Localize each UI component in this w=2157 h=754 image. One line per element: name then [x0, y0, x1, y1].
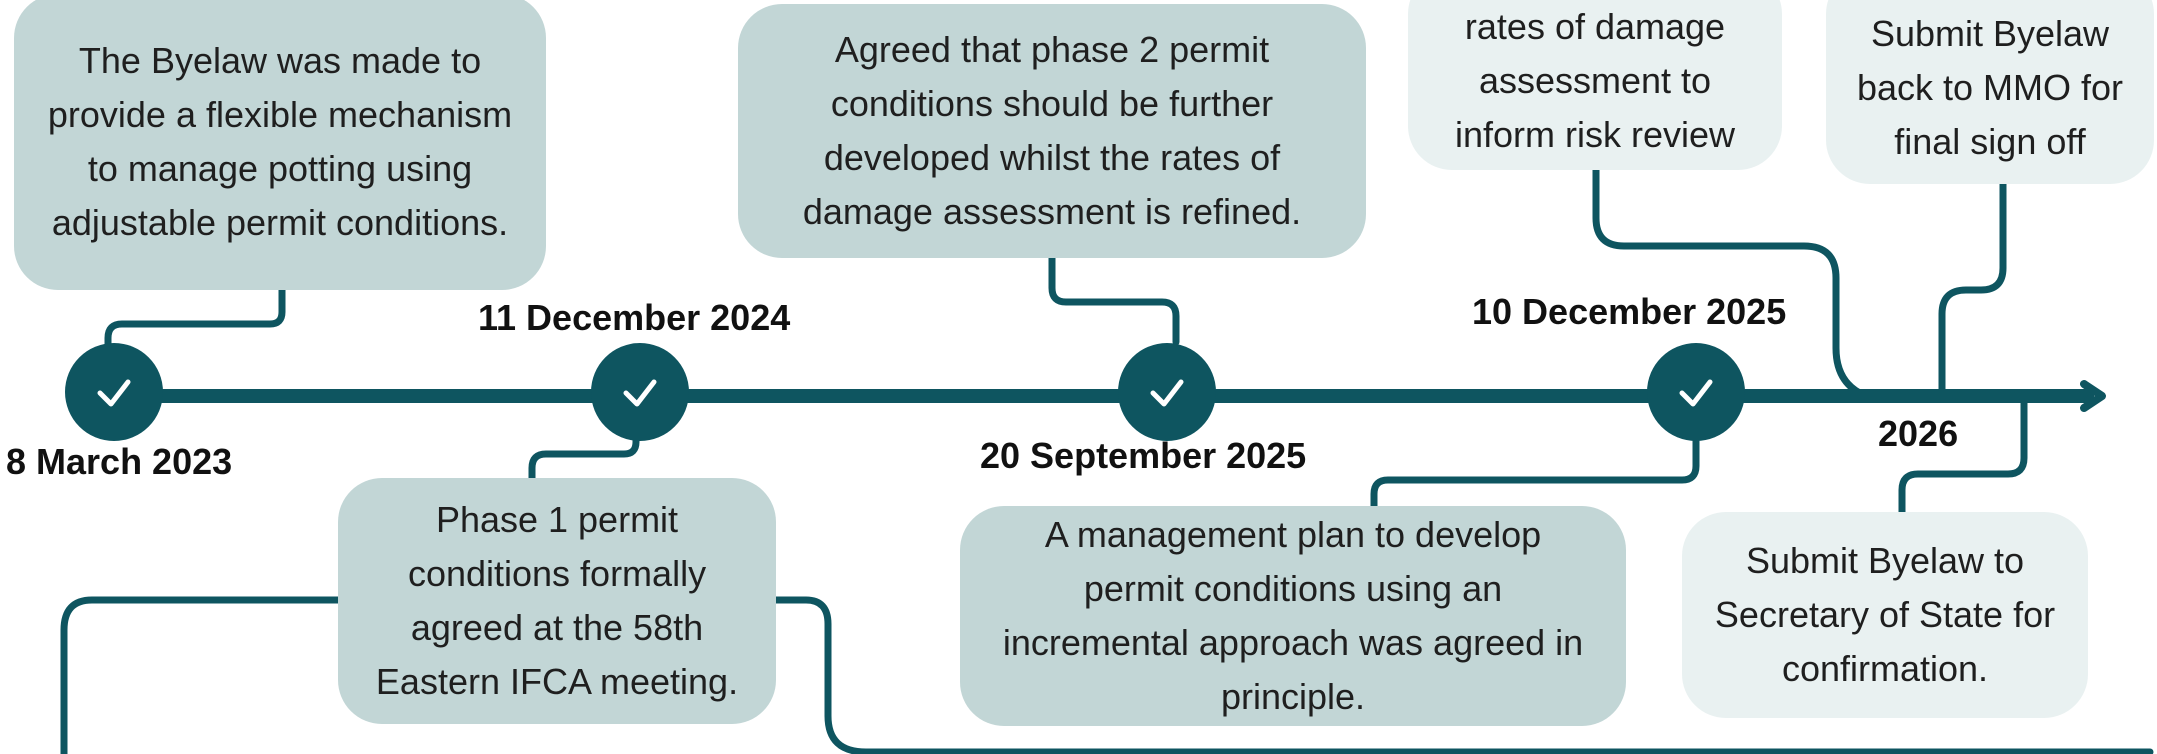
future-item-2-line-3: final sign off [1894, 121, 2086, 162]
check-icon [97, 379, 131, 407]
future-item-2-line-2: back to MMO for [1856, 67, 2124, 108]
milestone-3-text: Agreed that phase 2 permit conditions sh… [802, 29, 1302, 232]
connector-5c [1898, 394, 2028, 516]
milestone-2-box: Phase 1 permit conditions formally agree… [338, 478, 776, 724]
milestone-4-date: 10 December 2025 [1472, 291, 1787, 332]
future-item-3-box: Submit Byelaw to Secretary of State for … [1682, 512, 2088, 718]
milestone-1-date: 8 March 2023 [6, 441, 233, 482]
milestone-marker-3 [1118, 343, 1216, 441]
check-icon [623, 379, 657, 407]
connector-5b [1938, 180, 2007, 400]
milestone-4-text: A management plan to develop permit cond… [1002, 514, 1584, 717]
milestone-1-box: The Byelaw was made to provide a flexibl… [14, 0, 546, 290]
future-item-1-line-1: rates of damage [1464, 6, 1726, 47]
future-item-1-box: rates of damage assessment to inform ris… [1408, 0, 1782, 170]
future-item-3-line-2: Secretary of State for [1714, 594, 2056, 635]
connector-2 [528, 416, 640, 482]
future-item-1-line-3: inform risk review [1454, 114, 1736, 155]
milestone-4-box: A management plan to develop permit cond… [960, 506, 1626, 726]
check-icon [1679, 379, 1713, 407]
future-item-3-line-3: confirmation. [1781, 648, 1989, 689]
check-icon [1150, 379, 1184, 407]
milestone-3-date: 20 September 2025 [980, 435, 1307, 476]
arrow-head-icon [2080, 380, 2106, 412]
milestone-3-box: Agreed that phase 2 permit conditions sh… [738, 4, 1366, 258]
milestone-marker-4 [1647, 343, 1745, 441]
connector-1 [104, 286, 286, 356]
bottom-connector-right [772, 596, 2154, 754]
milestone-2-text: Phase 1 permit conditions formally agree… [375, 499, 739, 702]
milestone-marker-1 [65, 343, 163, 441]
connector-3 [1048, 254, 1180, 346]
future-item-1-line-2: assessment to [1478, 60, 1712, 101]
connector-5a [1592, 166, 1870, 400]
future-year-label: 2026 [1878, 413, 1959, 454]
milestone-2-date: 11 December 2024 [478, 297, 791, 338]
milestone-1-text: The Byelaw was made to provide a flexibl… [47, 40, 513, 243]
future-item-2-line-1: Submit Byelaw [1870, 13, 2110, 54]
future-item-3-line-1: Submit Byelaw to [1745, 540, 2025, 581]
milestone-marker-2 [591, 343, 689, 441]
bottom-connector-left [60, 596, 342, 754]
future-item-2-box: Submit Byelaw back to MMO for final sign… [1826, 0, 2154, 184]
connector-4 [1370, 424, 1700, 510]
